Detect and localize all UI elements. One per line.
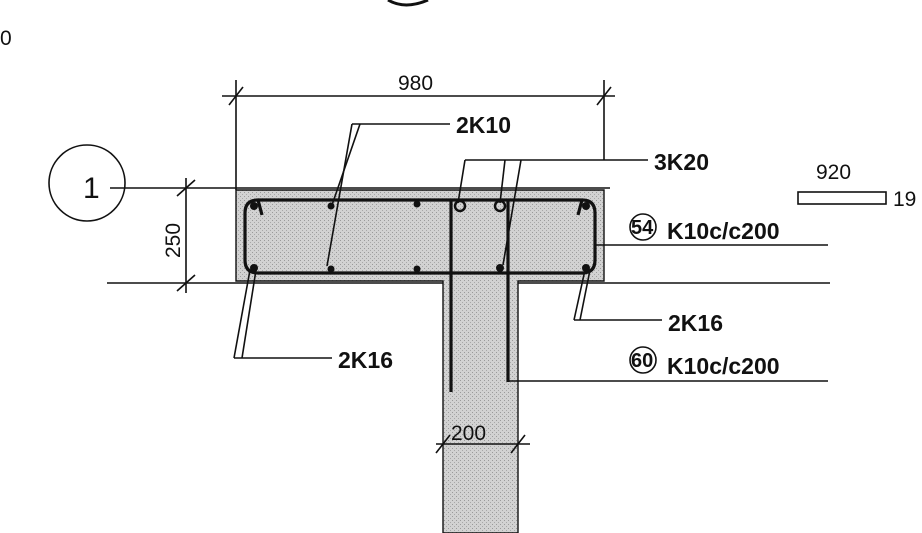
top-arc-fragment [387,0,429,7]
dim-250-label: 250 [162,223,185,258]
stirrup-callout-54: 54 K10c/c200 [596,213,828,246]
bar-shape-schedule: 920 19 [797,161,916,211]
leader-3k20: 3K20 [457,149,709,266]
rebar-dot [496,264,504,272]
rebar-dot [582,264,590,272]
dimension-flange-width: 980 [222,72,615,190]
stirrup-60-spec: K10c/c200 [667,353,780,379]
shape-height-label: 19 [893,188,916,211]
shape-length-label: 920 [816,161,851,184]
flange-stirrup [243,198,597,275]
label-3k20: 3K20 [654,149,709,175]
dim-980-label: 980 [398,72,433,95]
leader-2k16-right: 2K16 [573,269,723,336]
rebar-dot [453,199,467,213]
dimension-web-width: 200 [435,422,530,454]
left-edge-text: 0 [0,27,12,50]
leader-2k10: 2K10 [326,112,511,267]
rebar-dot [582,202,590,210]
rebar-dot [250,202,258,210]
section-marker-circle [48,144,126,222]
dim-200-label: 200 [451,422,486,445]
section-marker: 1 [48,144,126,222]
leader-2k16-left: 2K16 [233,269,393,373]
rebar-dot [413,200,421,208]
stirrup-54-mark: 54 [631,217,654,239]
rebar-dot [413,265,421,273]
rebar-dots [250,199,590,273]
label-2k16-right: 2K16 [668,310,723,336]
shape-rect [797,191,887,205]
rebar-dot [327,265,335,273]
rebar-dot [250,264,258,272]
label-2k16-left: 2K16 [338,347,393,373]
t-section-concrete [235,189,605,533]
stirrup-60-mark: 60 [631,350,653,372]
rebar-dot [327,202,335,210]
section-marker-label: 1 [83,172,100,205]
stirrup-hooks [256,199,584,216]
stirrup-callout-60: 60 K10c/c200 [509,346,828,382]
dimension-flange-height: 250 [162,178,196,293]
label-2k10: 2K10 [456,112,511,138]
stirrup-54-spec: K10c/c200 [667,218,780,244]
